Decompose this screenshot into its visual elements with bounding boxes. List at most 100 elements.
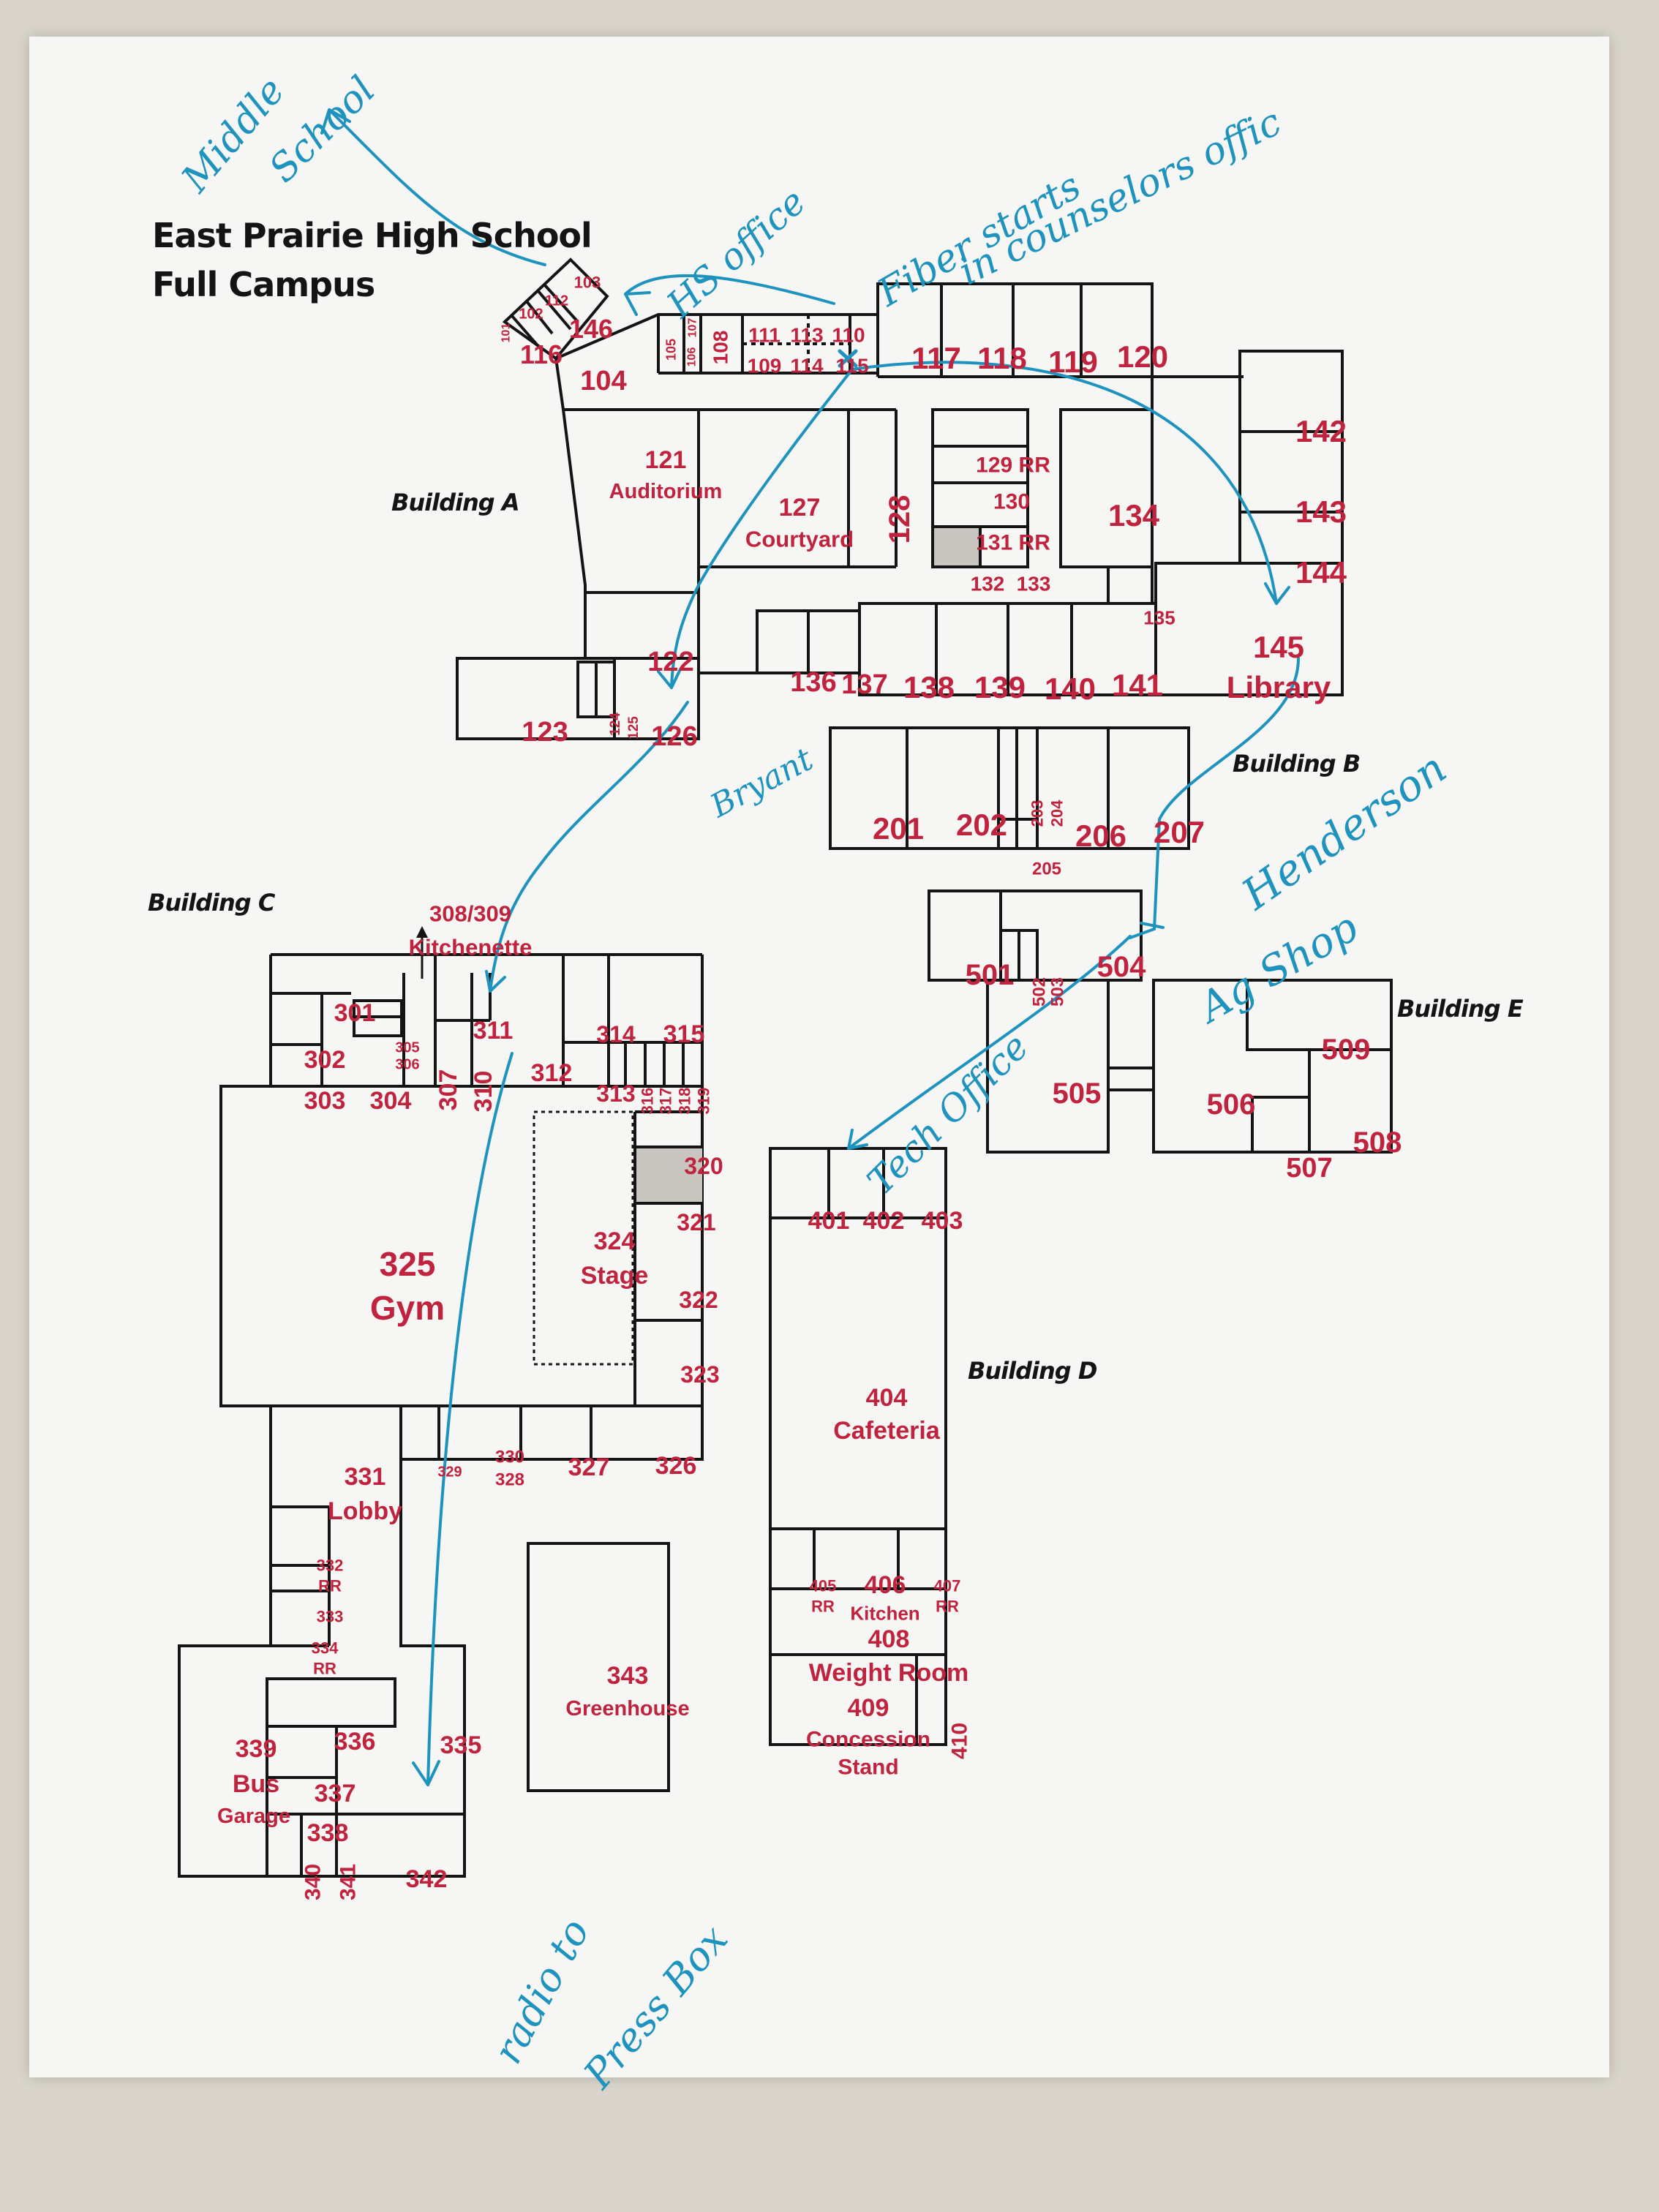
room-label: 312 [530,1059,573,1088]
room-label: 146 [568,314,614,345]
room-label: 305 [395,1039,420,1056]
room-label: 337 [314,1780,356,1808]
room-label: 134 [1107,497,1160,533]
room-label: Gym [369,1288,445,1327]
room-label: 132 [970,572,1005,595]
room-label: 106 [685,347,699,367]
room-label: 320 [684,1153,723,1180]
room-label: Weight Room [808,1659,969,1688]
room-label: 503 [1047,977,1068,1007]
room-label: 403 [921,1207,963,1235]
floor-plan [178,108,1393,1878]
room-label: 115 [835,354,869,377]
room-label: 202 [955,807,1008,842]
room-label: 121 [644,446,687,475]
room-label: 114 [790,354,824,377]
room-label: 101 [500,323,513,343]
room-label: 318 [675,1087,694,1115]
building-e-label: Building E [1397,995,1524,1023]
room-label: 133 [1016,572,1051,595]
annotation-ink [320,108,1300,1786]
map-title-line1: East Prairie High School [152,216,592,255]
room-label: Stand [838,1755,899,1780]
room-label: Lobby [328,1497,402,1526]
room-label: 144 [1295,554,1347,590]
room-label: 408 [868,1625,910,1654]
room-label: 113 [790,323,824,347]
room-label: 143 [1295,494,1347,529]
room-label: 329 [437,1464,462,1481]
room-label: 303 [304,1087,346,1116]
room-label: 302 [304,1046,346,1075]
room-label: 135 [1143,606,1175,629]
room-label: 339 [235,1735,277,1764]
room-label: 145 [1252,629,1305,664]
room-label: 338 [306,1819,349,1848]
room-label: 505 [1052,1077,1102,1110]
room-label: 315 [663,1020,705,1049]
room-label: 409 [847,1694,889,1723]
room-label: 304 [369,1087,412,1116]
room-label: Garage [217,1804,290,1828]
room-label: 341 [336,1863,361,1901]
room-label: 102 [519,306,543,323]
room-label: Bus [232,1770,280,1799]
building-c-label: Building C [148,889,275,917]
room-label: RR [318,1576,342,1595]
room-label: 123 [522,717,568,748]
room-label: 104 [580,366,627,397]
room-label: 131 RR [976,530,1050,555]
room-label: 405 [809,1576,837,1595]
room-label: 323 [680,1361,720,1388]
room-label: 319 [694,1087,713,1115]
room-label: 137 [841,669,888,701]
room-label: 402 [862,1207,905,1235]
room-label: 326 [655,1452,697,1481]
room-label: 203 [1028,800,1047,827]
room-label: 317 [656,1087,675,1115]
room-label: 332 [316,1556,344,1575]
room-label: 325 [379,1244,436,1283]
room-label: 136 [790,667,837,699]
room-label: 138 [903,669,955,704]
room-label: 205 [1031,859,1062,879]
room-label: 142 [1295,413,1347,448]
room-label: 127 [778,494,821,522]
room-label: 119 [1048,344,1098,379]
room-label: 108 [709,330,732,365]
room-label: 141 [1111,667,1164,702]
room-label: 504 [1096,951,1146,983]
room-label: 507 [1286,1153,1333,1184]
room-label: Greenhouse [565,1696,690,1720]
map-title-line2: Full Campus [152,265,375,304]
room-label: Kitchen [850,1602,920,1625]
room-label: 331 [344,1463,386,1491]
room-label: 103 [573,273,601,292]
room-label: 501 [965,959,1015,991]
room-label: 330 [494,1447,525,1467]
room-label: 410 [947,1722,972,1760]
building-a-label: Building A [391,489,520,516]
room-label: 340 [301,1863,326,1901]
room-label: Concession [805,1727,931,1752]
room-label: 120 [1116,339,1169,374]
room-label: 307 [434,1069,463,1111]
room-label: 111 [748,323,780,347]
room-label: 509 [1321,1034,1371,1066]
room-label: 324 [593,1227,636,1256]
room-label: 122 [647,647,694,678]
room-label: 327 [568,1453,610,1482]
room-label: Kitchenette [408,934,533,960]
room-label: 118 [977,340,1027,375]
room-label: 206 [1075,818,1127,853]
room-label: 328 [494,1470,525,1490]
room-label: 321 [677,1209,716,1236]
room-label: 130 [993,489,1031,514]
room-label: Cafeteria [833,1417,940,1445]
room-label: 406 [864,1571,906,1600]
room-label: 109 [747,354,782,377]
building-d-label: Building D [968,1357,1097,1385]
room-label: 201 [872,810,925,846]
room-label: 124 [608,712,624,736]
room-label: 313 [596,1080,636,1107]
